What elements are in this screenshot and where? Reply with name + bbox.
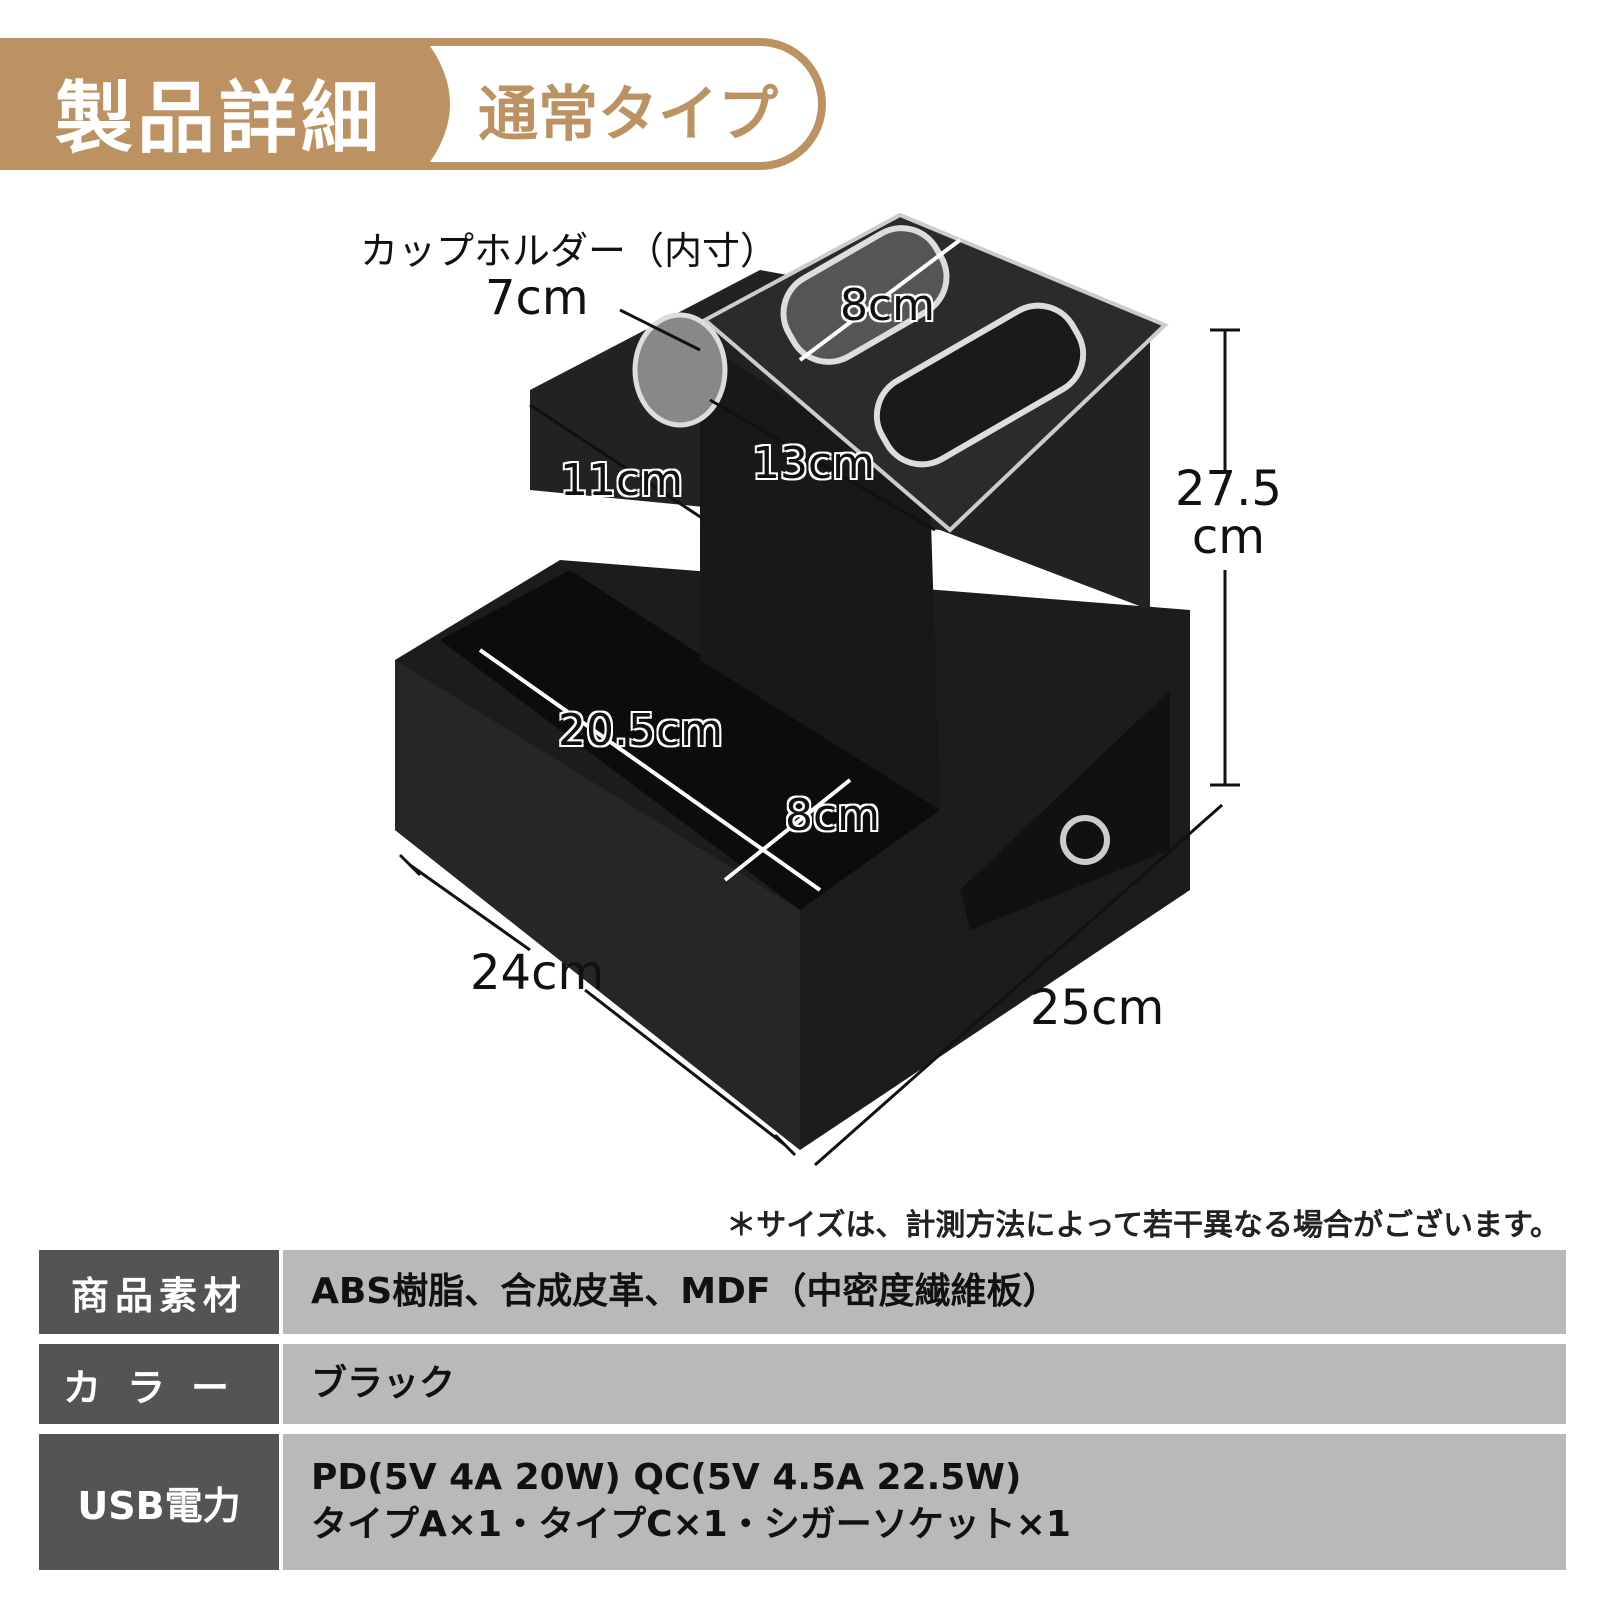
spec-label: カラー: [39, 1344, 279, 1424]
spec-value: ブラック: [283, 1344, 1566, 1424]
spec-table: 商品素材 ABS樹脂、合成皮革、MDF（中密度繊維板） カラー ブラック USB…: [39, 1250, 1566, 1580]
front-width-dimension: 11cm: [560, 455, 684, 506]
height-unit: cm: [1191, 509, 1266, 565]
spec-row-material: 商品素材 ABS樹脂、合成皮革、MDF（中密度繊維板）: [39, 1250, 1566, 1334]
spec-row-usb: USB電力 PD(5V 4A 20W) QC(5V 4.5A 22.5W) タイ…: [39, 1434, 1566, 1570]
spec-value-line: タイプA×1・タイプC×1・シガーソケット×1: [311, 1504, 1071, 1545]
cup-holder-label: カップホルダー（内寸）: [360, 229, 779, 273]
spec-label: USB電力: [39, 1434, 279, 1570]
spec-value: ABS樹脂、合成皮革、MDF（中密度繊維板）: [283, 1250, 1566, 1334]
header-banner: 製品詳細 通常タイプ: [0, 36, 830, 172]
spec-value-line: ブラック: [311, 1362, 456, 1404]
tray-depth-dimension: 8cm: [785, 790, 881, 841]
spec-value-line: ABS樹脂、合成皮革、MDF（中密度繊維板）: [311, 1270, 1059, 1312]
tray-length-dimension: 20.5cm: [558, 705, 724, 756]
top-tray-length-dimension: 8cm: [840, 280, 936, 331]
spec-value: PD(5V 4A 20W) QC(5V 4.5A 22.5W) タイプA×1・タ…: [283, 1434, 1566, 1570]
cup-holder-dimension: 7cm: [485, 270, 589, 326]
spec-label: 商品素材: [39, 1250, 279, 1334]
banner-shape: [0, 38, 826, 170]
depth-dimension: 24cm: [470, 945, 605, 1001]
lid-width-dimension: 13cm: [752, 438, 876, 489]
spec-value-line: PD(5V 4A 20W) QC(5V 4.5A 22.5W): [311, 1457, 1022, 1499]
size-note: ＊サイズは、計測方法によって若干異なる場合がございます。: [726, 1208, 1560, 1243]
page-title: 製品詳細: [55, 74, 384, 164]
console-image: [395, 212, 1240, 1167]
page-subtitle: 通常タイプ: [478, 80, 778, 150]
width-dimension: 25cm: [1030, 980, 1165, 1036]
height-value: 27.5: [1175, 461, 1282, 517]
spec-row-color: カラー ブラック: [39, 1344, 1566, 1424]
